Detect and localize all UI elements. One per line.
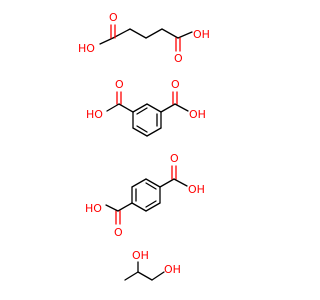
bond xyxy=(173,178,188,187)
structures-drawing: HO O O OH O HO O OH xyxy=(78,11,210,281)
bond xyxy=(145,178,161,188)
bond xyxy=(174,103,189,112)
atom-label: HO xyxy=(78,42,95,55)
bond xyxy=(105,204,119,212)
bond xyxy=(160,103,176,113)
bond xyxy=(106,103,120,112)
bond xyxy=(146,127,162,137)
bond xyxy=(129,28,147,39)
bond xyxy=(146,103,162,113)
bond xyxy=(136,125,148,133)
bond xyxy=(137,271,153,281)
bond xyxy=(112,28,131,39)
atom-label: O xyxy=(109,11,118,24)
bond xyxy=(145,202,161,212)
bond xyxy=(151,271,165,281)
bond xyxy=(131,202,147,212)
atom-label: OH xyxy=(189,108,206,121)
bond xyxy=(99,37,114,45)
bond xyxy=(159,178,175,188)
atom-label: O xyxy=(114,226,123,239)
atom-label: OH xyxy=(164,263,181,276)
bond xyxy=(132,103,148,113)
bond xyxy=(136,107,148,115)
bond xyxy=(177,31,193,39)
atom-label: HO xyxy=(85,202,102,215)
adipic-acid-structure: HO O O OH xyxy=(78,11,210,65)
propylene-glycol-structure: OH OH xyxy=(124,249,181,281)
structure-canvas: HO O O OH O HO O OH xyxy=(78,11,210,281)
atom-label: OH xyxy=(188,183,205,196)
atom-label: OH xyxy=(193,28,210,41)
bond xyxy=(124,271,139,281)
bond xyxy=(145,182,157,190)
bond xyxy=(145,28,163,39)
terephthalic-acid-structure: O OH HO O xyxy=(85,152,205,239)
atom-label: O xyxy=(115,78,124,91)
bond xyxy=(117,202,133,212)
bond xyxy=(161,28,179,39)
atom-label: O xyxy=(174,52,183,65)
bond xyxy=(131,178,147,188)
isophthalic-acid-structure: O HO O OH xyxy=(86,78,206,137)
atom-label: O xyxy=(170,152,179,165)
bond xyxy=(132,127,148,137)
atom-label: OH xyxy=(132,249,149,262)
atom-label: O xyxy=(171,78,180,91)
bond xyxy=(118,103,134,113)
atom-label: HO xyxy=(86,108,103,121)
bond xyxy=(145,200,157,208)
